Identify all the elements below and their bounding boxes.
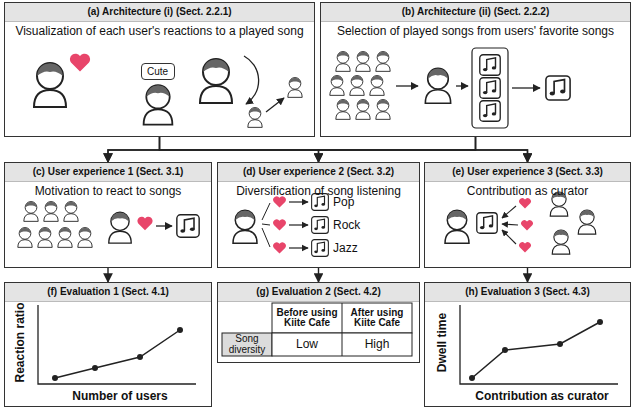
axis-label-box: Dwell time (435, 296, 450, 390)
panel-heading: (d) User experience 2 (Sect. 3.2) (218, 163, 419, 182)
flow-arrow (319, 137, 476, 162)
reaction-tag-box: Cute (141, 63, 175, 80)
panel-heading: (c) User experience 1 (Sect. 3.1) (5, 163, 211, 182)
genre-label-box: Pop (333, 193, 373, 211)
axis-label-box: Number of users (40, 388, 200, 404)
table-header-cell: Before using Kiite Cafe (272, 308, 342, 329)
table-header-cell-box: After using Kiite Cafe (342, 303, 412, 333)
panel-heading: (a) Architecture (i) (Sect. 2.2.1) (5, 3, 314, 22)
table-header-cell: After using Kiite Cafe (342, 308, 412, 329)
panel-caption: Diversification of song listening (222, 184, 415, 198)
panel-heading: (g) Evaluation 2 (Sect. 4.2) (218, 283, 419, 302)
table-cell: High (365, 338, 390, 351)
flow-arrow (527, 268, 528, 282)
axis-label-box: Reaction ratio (13, 296, 28, 390)
genre-label-box: Jazz (333, 239, 373, 257)
table-cell-box: Low (272, 333, 342, 356)
panel-caption: Visualization of each user's reactions t… (9, 24, 310, 38)
axis-label: Number of users (72, 390, 167, 403)
table-cell-box: High (342, 333, 412, 356)
panel-box: (f) Evaluation 1 (Sect. 4.1) (4, 282, 212, 407)
flow-arrow (107, 268, 108, 282)
table-row-header-box: Song diversity (222, 333, 272, 356)
panel-box: (a) Architecture (i) (Sect. 2.2.1) Visual… (4, 2, 315, 137)
axis-label: Contribution as curator (475, 390, 608, 403)
panel-box: (e) User experience 3 (Sect. 3.3) Contrib… (424, 162, 631, 268)
axis-label-box: Contribution as curator (462, 388, 622, 404)
panel-heading: (h) Evaluation 3 (Sect. 4.3) (425, 283, 630, 302)
flow-arrow (318, 268, 319, 282)
reaction-tag: Cute (142, 64, 174, 79)
table-cell: Low (296, 338, 318, 351)
genre-label: Jazz (333, 242, 358, 255)
flow-arrow (476, 137, 528, 162)
panel-caption: Contribution as curator (429, 184, 626, 198)
panel-caption: Motivation to react to songs (9, 184, 207, 198)
panel-box: (h) Evaluation 3 (Sect. 4.3) (424, 282, 631, 407)
axis-label: Dwell time (436, 313, 449, 372)
genre-label: Rock (333, 219, 360, 232)
table-header-cell-box: Before using Kiite Cafe (272, 303, 342, 333)
panel-heading: (b) Architecture (ii) (Sect. 2.2.2) (321, 3, 630, 22)
flow-arrow (108, 137, 476, 162)
table-row-header: Song diversity (222, 334, 272, 355)
panel-heading: (e) User experience 3 (Sect. 3.3) (425, 163, 630, 182)
panel-heading: (f) Evaluation 1 (Sect. 4.1) (5, 283, 211, 302)
panel-caption: Selection of played songs from users' fa… (325, 24, 626, 38)
panel-box: (d) User experience 2 (Sect. 3.2) Diversi… (217, 162, 420, 268)
genre-label-box: Rock (333, 216, 373, 234)
panel-box: (c) User experience 1 (Sect. 3.1) Motivat… (4, 162, 212, 268)
axis-label: Reaction ratio (14, 303, 27, 383)
panel-box: (b) Architecture (ii) (Sect. 2.2.2) Selec… (320, 2, 631, 137)
genre-label: Pop (333, 196, 354, 209)
